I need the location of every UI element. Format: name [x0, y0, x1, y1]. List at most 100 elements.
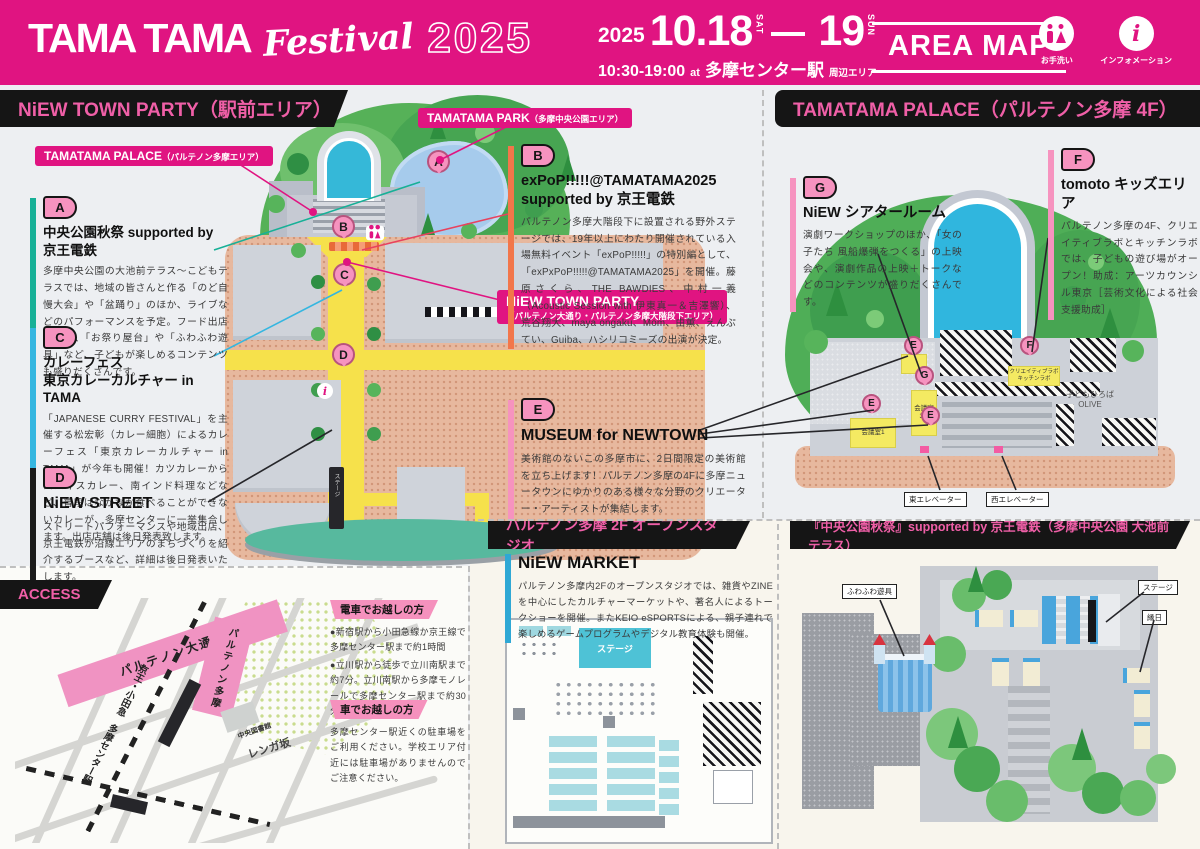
- tree-icon: [311, 275, 325, 289]
- logo-year: 2025: [427, 13, 533, 62]
- map-pin-E: E: [862, 394, 881, 414]
- pin-letter: E: [910, 340, 917, 351]
- date-dash: [771, 32, 806, 36]
- separator: [478, 519, 1200, 521]
- tree-icon: [804, 330, 828, 354]
- west-elevator-label: 西エレベーター: [986, 492, 1049, 507]
- tree-icon: [311, 427, 325, 441]
- chair-dots: [519, 640, 561, 660]
- autumn-festival-banner: 『中央公園秋祭』supported by 京王電鉄（多摩中央公園 大池前テラス）: [790, 521, 1190, 549]
- palace-area-label-jp: （パルテノン多摩エリア）: [161, 152, 264, 162]
- tree-icon: [291, 243, 306, 258]
- badge-letter: C: [55, 330, 65, 345]
- niew-market-title: NiEW MARKET: [518, 553, 640, 572]
- tree-icon: [866, 310, 884, 328]
- event-at: at: [690, 67, 700, 79]
- kids-plaza-label-en: OLIVE: [1078, 400, 1102, 410]
- tree-icon: [1120, 780, 1156, 816]
- pillar: [513, 708, 525, 720]
- female-figure-icon: [375, 231, 381, 239]
- event-title-C: カレーフェス 東京カレーカルチャー in TAMA: [43, 355, 194, 406]
- pin-letter: D: [339, 347, 348, 362]
- information-label: インフォメーション: [1100, 56, 1172, 65]
- tree-icon: [982, 570, 1012, 600]
- separator: [0, 566, 462, 568]
- header: TAMA TAMA Festival 2025 2025 10.18 SAT 1…: [0, 0, 1200, 85]
- parthenon-tama-label: パルテノン多摩: [207, 625, 239, 711]
- terrace-stage-label: ステージ: [1138, 580, 1178, 595]
- terrace-stage: [1088, 600, 1096, 642]
- autumn-festival-map: ふわふわ遊具 ステージ 縁日: [790, 558, 1200, 843]
- separator: [762, 90, 764, 518]
- studio-stage: ステージ: [579, 628, 651, 668]
- building: [233, 245, 321, 340]
- tree-icon: [461, 223, 477, 239]
- tree-icon: [1122, 340, 1144, 362]
- info-block-F: F tomoto キッズエリア パルテノン多摩の4F、クリエイティブラボとキッチ…: [1048, 148, 1198, 320]
- info-block-G: G NiEW シアタールーム 演劇ワークショップのほか、「女の子たち 風船爆弾を…: [790, 176, 962, 313]
- meeting-room-1-label: 会議室1: [861, 428, 885, 436]
- niew-market-desc: パルテノン多摩内2Fのオープンスタジオでは、雑貨やZINEを中心にしたカルチャー…: [518, 581, 773, 640]
- wall: [513, 816, 665, 828]
- kids-plaza-label: 子どもひろば OLIVE: [1066, 390, 1114, 411]
- kitchen-lab-label: キッチンラボ: [1017, 376, 1051, 382]
- map-pin-D: D: [332, 343, 355, 367]
- tent: [975, 610, 1003, 627]
- road: [225, 350, 705, 370]
- bouncy-castle: [878, 654, 932, 712]
- train-access-line1: ●新宿駅から小田急線か京王線で多摩センター駅まで約1時間: [330, 627, 466, 653]
- information-icon: i: [1118, 16, 1154, 51]
- train-access-box: 電車でお越しの方 ●新宿駅から小田急線か京王線で多摩センター駅まで約1時間 ●立…: [330, 600, 466, 720]
- area-badge-A: A: [43, 196, 77, 219]
- railway: [84, 601, 207, 835]
- hatched-zone: [1070, 338, 1116, 372]
- event-desc-E: 美術館のないこの多摩市に、2日間限定の美術館を立ち上げます！パルテノン多摩の4F…: [521, 453, 746, 516]
- park-area-label-jp: （多摩中央公園エリア）: [529, 114, 624, 124]
- event-date-block: 2025 10.18 SAT 19 SUN 10:30-19:00 at 多摩セ…: [598, 10, 877, 81]
- male-figure-icon: [369, 231, 374, 239]
- badge-letter: E: [533, 402, 543, 417]
- logo-tama1: TAMA: [28, 15, 137, 61]
- area-badge-E: E: [521, 398, 555, 421]
- map-pin-A: A: [427, 150, 450, 174]
- event-title-A: 中央公園秋祭 supported by 京王電鉄: [43, 225, 214, 258]
- park-area-label: TAMATAMA PARK（多摩中央公園エリア）: [418, 108, 633, 128]
- hatched-zone: [693, 636, 713, 694]
- tree-icon: [1082, 772, 1124, 814]
- information-glyph: i: [1132, 20, 1141, 47]
- legend-information: i インフォメーション: [1100, 16, 1172, 66]
- tamatama-palace-banner: TAMATAMA PALACE（パルテノン多摩 4F）: [775, 90, 1200, 127]
- information-map-icon: i: [317, 383, 333, 399]
- hatched-zone: [703, 702, 761, 766]
- restroom-label: お手洗い: [1040, 56, 1073, 65]
- map-pin-G: G: [915, 366, 934, 386]
- event-time: 10:30-19:00: [598, 63, 686, 80]
- tree-icon: [367, 277, 381, 291]
- event-title-B: exPoP!!!!!@TAMATAMA2025 supported by 京王電…: [521, 173, 717, 208]
- event-desc-B: パルテノン多摩大階段下に設置される野外ステージでは、19年以上にわたり開催されて…: [521, 216, 736, 346]
- access-banner: ACCESS: [0, 580, 112, 609]
- tree-icon: [1146, 754, 1176, 784]
- separator: [777, 524, 779, 849]
- info-block-C: C カレーフェス 東京カレーカルチャー in TAMA 「JAPANESE CU…: [30, 326, 228, 547]
- event-title-G: NiEW シアタールーム: [803, 205, 946, 221]
- info-block-D: D NiEW STREET ストリートパフォーマンスや地域出店、京王電鉄が沿線エ…: [30, 466, 228, 588]
- outdoor-stage: [329, 242, 379, 251]
- event-desc-C: 「JAPANESE CURRY FESTIVAL」を主催する松宏彰（カレー細胞）…: [43, 413, 228, 543]
- event-title-D: NiEW STREET: [43, 495, 153, 512]
- information-glyph: i: [322, 384, 328, 398]
- tree-icon: [367, 427, 381, 441]
- separator: [468, 566, 470, 849]
- legend-restroom: お手洗い: [1039, 16, 1075, 66]
- access-street-map: パルテノン大通り パルテノン多摩 京王・小田急 多摩センター駅 中央図書館 レン…: [15, 598, 465, 843]
- counter: [519, 626, 543, 636]
- badge-letter: A: [55, 200, 65, 215]
- festival-logo: TAMA TAMA Festival 2025: [28, 13, 533, 65]
- ntp-area-label-jp: （パルテノン大通り・パルテノン多摩大階段下エリア）: [506, 310, 718, 321]
- area-badge-B: B: [521, 144, 555, 167]
- area-badge-F: F: [1061, 148, 1095, 171]
- badge-letter: F: [1074, 152, 1082, 167]
- kids-plaza-label-jp: 子どもひろば: [1066, 390, 1114, 399]
- pin-letter: E: [927, 410, 934, 421]
